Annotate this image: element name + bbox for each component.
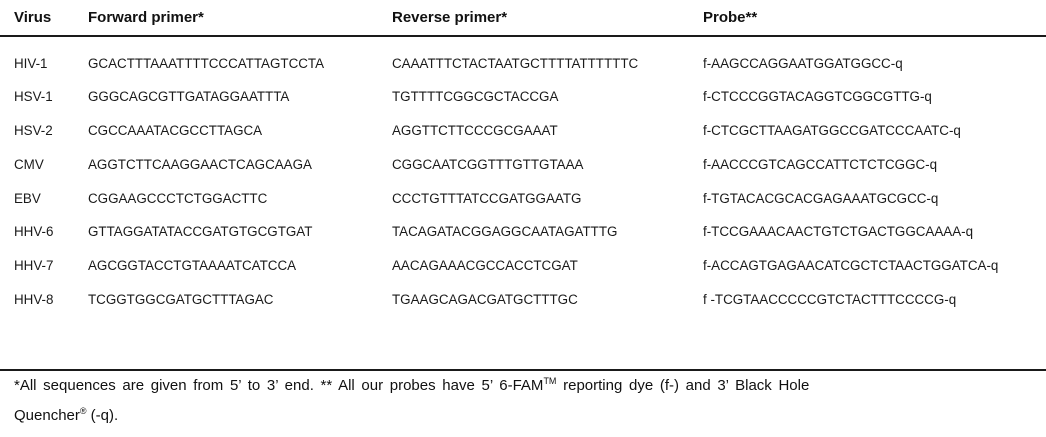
footnote-text-b: reporting dye (f-) and 3’ Black Hole xyxy=(556,377,810,394)
cell-probe: f-AACCCGTCAGCCATTCTCTCGGC-q xyxy=(703,157,938,172)
cell-forward-primer: CGCCAAATACGCCTTAGCA xyxy=(88,123,263,138)
footnote-line-2: Quencher® (-q). xyxy=(14,406,119,425)
table-top-rule xyxy=(0,35,1046,37)
cell-forward-primer: GGGCAGCGTTGATAGGAATTTA xyxy=(88,89,290,104)
cell-probe: f-TCCGAAACAACTGTCTGACTGGCAAAA-q xyxy=(703,224,974,239)
cell-reverse-primer: CAAATTTCTACTAATGCTTTTATTTTTTC xyxy=(392,56,639,71)
cell-virus: HSV-2 xyxy=(14,123,53,138)
footnote-text-d: (-q). xyxy=(86,407,119,424)
cell-reverse-primer: AACAGAAACGCCACCTCGAT xyxy=(392,258,578,273)
footnote-line-1: *All sequences are given from 5’ to 3’ e… xyxy=(14,376,810,395)
cell-virus: HIV-1 xyxy=(14,56,48,71)
trademark-mark: TM xyxy=(543,376,557,386)
table-bottom-rule xyxy=(0,369,1046,371)
registered-mark: ® xyxy=(79,406,87,416)
cell-reverse-primer: CGGCAATCGGTTTGTTGTAAA xyxy=(392,157,584,172)
cell-probe: f-ACCAGTGAGAACATCGCTCTAACTGGATCA-q xyxy=(703,258,999,273)
cell-forward-primer: GCACTTTAAATTTTCCCATTAGTCCTA xyxy=(88,56,325,71)
cell-reverse-primer: TGTTTTCGGCGCTACCGA xyxy=(392,89,559,104)
cell-reverse-primer: CCCTGTTTATCCGATGGAATG xyxy=(392,191,582,206)
cell-reverse-primer: AGGTTCTTCCCGCGAAAT xyxy=(392,123,558,138)
cell-probe: f-AAGCCAGGAATGGATGGCC-q xyxy=(703,56,903,71)
header-virus: Virus xyxy=(14,9,52,26)
cell-reverse-primer: TGAAGCAGACGATGCTTTGC xyxy=(392,292,578,307)
cell-virus: CMV xyxy=(14,157,44,172)
footnote-text-a: *All sequences are given from 5’ to 3’ e… xyxy=(14,377,544,394)
cell-virus: HHV-8 xyxy=(14,292,54,307)
cell-reverse-primer: TACAGATACGGAGGCAATAGATTTG xyxy=(392,224,618,239)
cell-forward-primer: AGGTCTTCAAGGAACTCAGCAAGA xyxy=(88,157,312,172)
cell-virus: HHV-6 xyxy=(14,224,54,239)
footnote-text-c: Quencher xyxy=(14,407,80,424)
cell-probe: f-CTCGCTTAAGATGGCCGATCCCAATC-q xyxy=(703,123,961,138)
cell-virus: EBV xyxy=(14,191,41,206)
header-forward-primer: Forward primer* xyxy=(88,9,204,26)
cell-forward-primer: AGCGGTACCTGTAAAATCATCCA xyxy=(88,258,297,273)
cell-virus: HSV-1 xyxy=(14,89,53,104)
cell-probe: f-CTCCCGGTACAGGTCGGCGTTG-q xyxy=(703,89,932,104)
cell-probe: f -TCGTAACCCCCGTCTACTTTCCCCG-q xyxy=(703,292,957,307)
header-reverse-primer: Reverse primer* xyxy=(392,9,508,26)
cell-virus: HHV-7 xyxy=(14,258,54,273)
header-probe: Probe** xyxy=(703,9,758,26)
cell-forward-primer: TCGGTGGCGATGCTTTAGAC xyxy=(88,292,274,307)
cell-probe: f-TGTACACGCACGAGAAATGCGCC-q xyxy=(703,191,939,206)
cell-forward-primer: GTTAGGATATACCGATGTGCGTGAT xyxy=(88,224,313,239)
cell-forward-primer: CGGAAGCCCTCTGGACTTC xyxy=(88,191,268,206)
